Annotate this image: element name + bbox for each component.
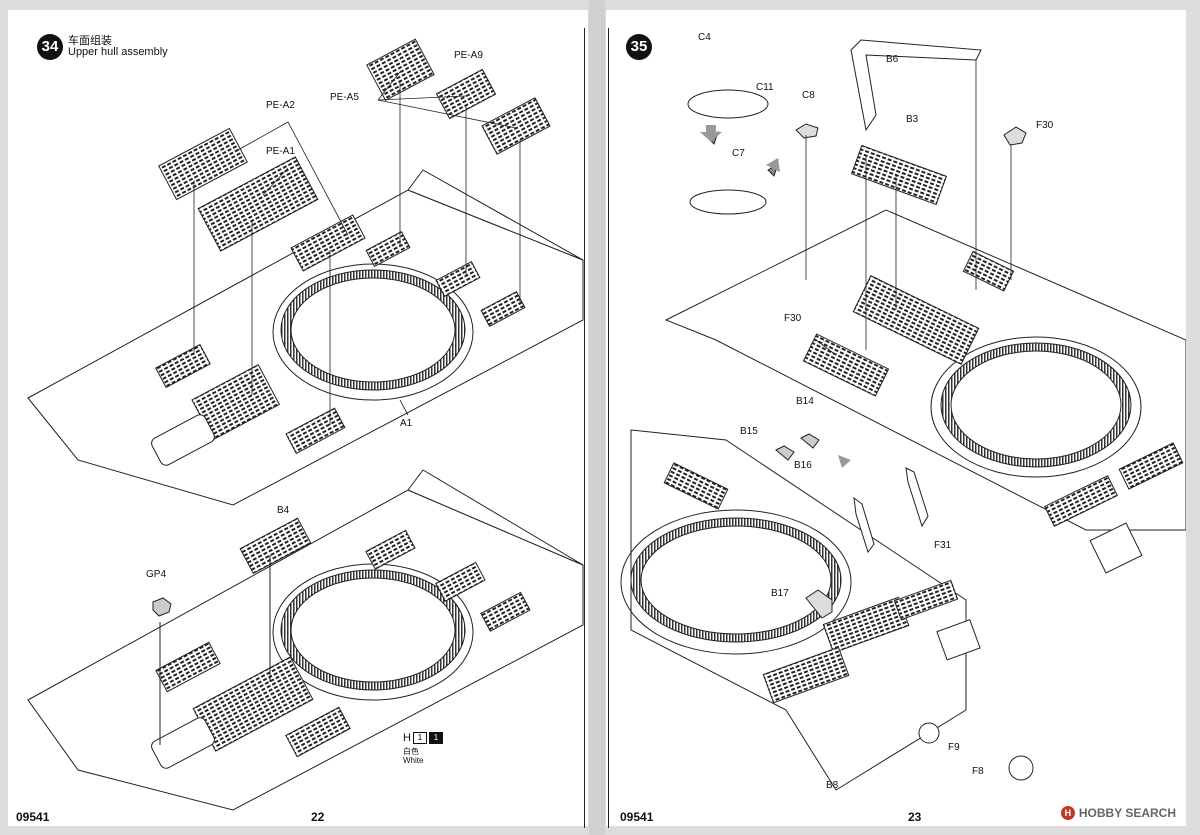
instruction-page-right: 35 C4 C11 C7 B6 C8 B3 F30 F30 B14 B15 B1…	[606, 10, 1186, 828]
hull-detail-upper	[664, 209, 1186, 574]
part-label: C4	[698, 32, 711, 43]
hull-detail-lower	[620, 429, 1034, 791]
upper-hull-diagram-step34	[27, 38, 584, 811]
catalog-number: 09541	[620, 810, 654, 824]
part-label: A1	[400, 418, 413, 429]
part-label: B14	[796, 396, 814, 407]
step-number-badge: 34	[37, 34, 63, 60]
part-label: B15	[740, 426, 758, 437]
part-label: B16	[794, 460, 812, 471]
part-label: C7	[732, 148, 745, 159]
page-border-line	[608, 28, 609, 828]
part-label: B8	[826, 780, 839, 791]
paint-box: 1	[412, 732, 427, 744]
leader-lines-right	[805, 60, 1012, 356]
paint-callout: H 1 1	[403, 732, 443, 744]
watermark: H HOBBY SEARCH	[1060, 806, 1176, 820]
instruction-page-left: 34 车面组装 Upper hull assembly PE-A2 PE-A1 …	[8, 10, 588, 828]
step-title-cn: 车面组装	[68, 35, 112, 47]
step-title-en: Upper hull assembly	[68, 46, 168, 58]
part-label: PE-A5	[330, 92, 359, 103]
watermark-logo-icon: H	[1060, 806, 1075, 820]
part-label: PE-A2	[266, 100, 295, 111]
arrows	[700, 125, 851, 468]
part-label: PE-A9	[454, 50, 483, 61]
paint-color-en: White	[403, 756, 424, 765]
page-number: 23	[908, 810, 922, 824]
upper-hull-diagram-step35	[620, 39, 1186, 791]
exploded-parts-upper	[687, 39, 1027, 215]
paint-box: 1	[428, 732, 443, 744]
catalog-number: 09541	[16, 810, 50, 824]
paint-code: H	[403, 732, 411, 744]
part-label: B17	[771, 588, 789, 599]
leader-lines	[193, 71, 521, 425]
part-label: F30	[784, 313, 802, 324]
watermark-text: HOBBY SEARCH	[1078, 806, 1176, 820]
page-border-line	[584, 28, 585, 828]
part-label: B3	[906, 114, 919, 125]
step-number-badge: 35	[626, 34, 652, 60]
part-label: F8	[972, 766, 984, 777]
part-label: C11	[756, 82, 774, 93]
part-label: C8	[802, 90, 815, 101]
part-label: F30	[1036, 120, 1054, 131]
photo-etch-parts	[158, 38, 551, 272]
part-label: F9	[948, 742, 960, 753]
paint-color-cn: 白色	[403, 747, 419, 756]
hull-plate-top	[27, 169, 584, 506]
part-label: PE-A1	[266, 146, 295, 157]
part-label: B6	[886, 54, 899, 65]
part-label: GP4	[146, 569, 167, 580]
hull-plate-bottom	[27, 469, 584, 811]
page-number: 22	[311, 810, 325, 824]
page-gutter	[589, 0, 605, 835]
part-label: B4	[277, 505, 290, 516]
part-label: F31	[934, 540, 952, 551]
